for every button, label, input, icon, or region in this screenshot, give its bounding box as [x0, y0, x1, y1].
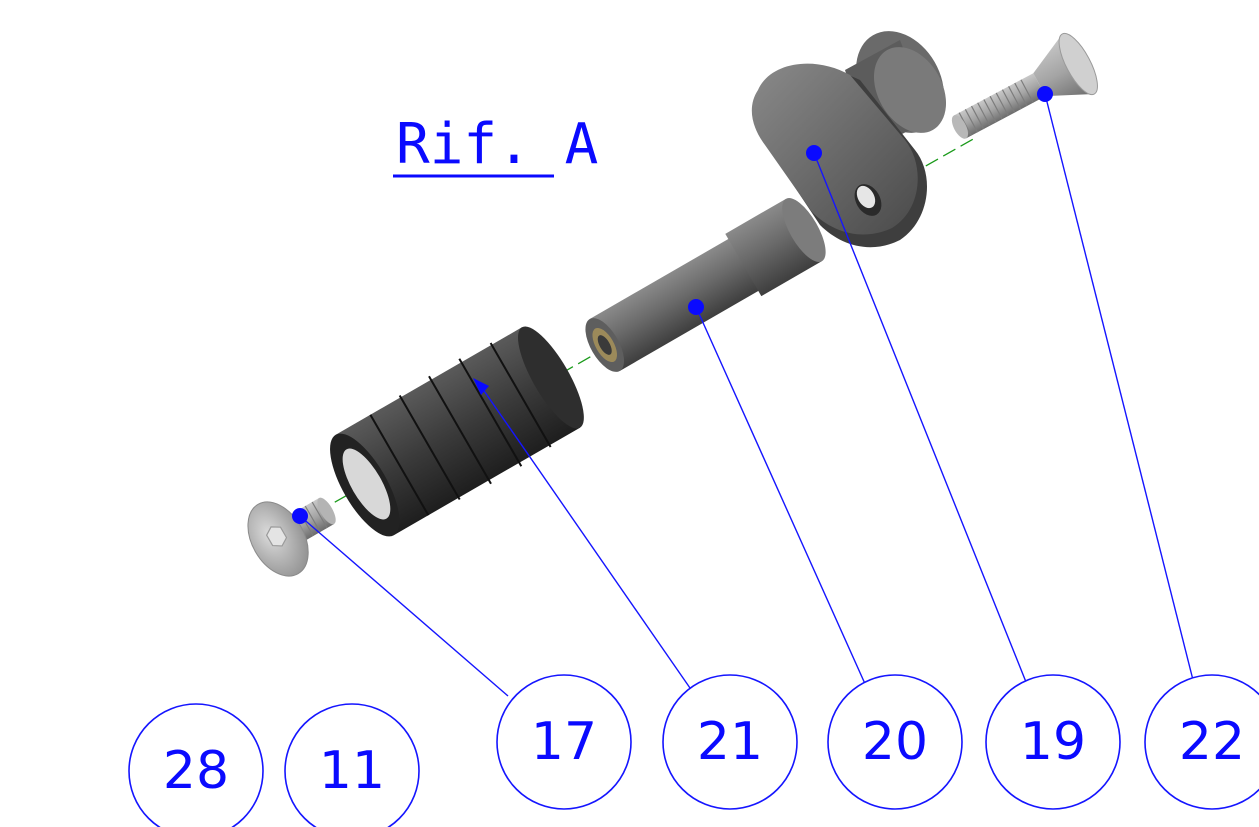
leader-lines — [299, 93, 1194, 697]
svg-text:22: 22 — [1179, 712, 1245, 772]
svg-text:21: 21 — [697, 712, 763, 772]
leader-dot-17 — [292, 508, 308, 524]
part-20-stepped-pin — [585, 198, 826, 372]
svg-text:17: 17 — [531, 712, 597, 772]
leader-19 — [813, 152, 1027, 683]
leader-20 — [695, 306, 867, 687]
svg-text:28: 28 — [163, 741, 229, 801]
leader-arrow-21 — [473, 378, 489, 395]
leader-dot-22 — [1037, 86, 1053, 102]
balloon-17: 17 — [496, 674, 632, 810]
balloon-11: 11 — [284, 703, 420, 827]
reference-label-text: Rif. A — [396, 112, 598, 177]
balloon-28: 28 — [128, 703, 264, 827]
svg-text:19: 19 — [1020, 712, 1086, 772]
part-19-flange-bracket — [751, 31, 947, 248]
leader-22 — [1044, 93, 1194, 681]
leader-17 — [299, 515, 509, 697]
reference-label: Rif. A — [393, 112, 598, 178]
svg-text:20: 20 — [862, 712, 928, 772]
part-17-button-head-screw — [247, 497, 336, 577]
part-21-grip-sleeve — [330, 326, 584, 537]
part-22-countersunk-screw — [951, 32, 1098, 139]
balloon-20: 20 — [827, 674, 963, 810]
svg-text:11: 11 — [319, 741, 385, 801]
leader-dot-20 — [688, 299, 704, 315]
balloon-21: 21 — [662, 674, 798, 810]
leader-dot-19 — [806, 145, 822, 161]
balloon-19: 19 — [985, 674, 1121, 810]
leader-21 — [479, 384, 691, 689]
balloon-22: 22 — [1144, 674, 1259, 810]
